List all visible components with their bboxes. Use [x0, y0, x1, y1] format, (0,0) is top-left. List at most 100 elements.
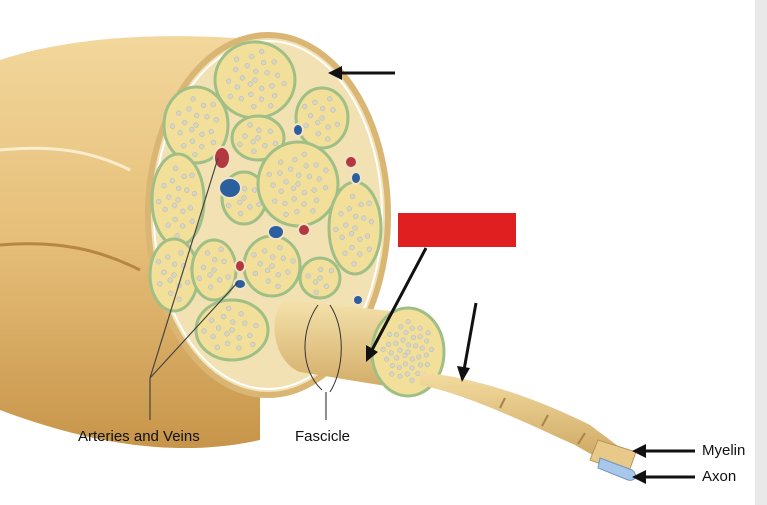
axon-dot [238, 311, 244, 317]
axon-dot [352, 213, 359, 220]
axon-dot [415, 370, 421, 377]
axon-dot [346, 206, 352, 212]
axon-dot [272, 198, 278, 204]
blood-vessel [292, 123, 304, 137]
axon-dot [384, 356, 390, 362]
axon-dot [162, 206, 168, 213]
blood-vessel [267, 224, 285, 240]
axon-dot [305, 273, 311, 279]
axon-dot [338, 211, 344, 217]
axon-dot [271, 92, 278, 99]
axon-dot [303, 122, 309, 129]
axon-dot [269, 83, 275, 89]
axon-dot [424, 362, 430, 368]
axon-dot [193, 122, 199, 128]
blood-vessel [297, 223, 311, 237]
axon-dot [218, 246, 224, 252]
axon-dot [186, 106, 192, 112]
fascicle-axons [380, 319, 435, 383]
axon-dot [265, 278, 271, 284]
axon-dot [251, 103, 257, 110]
axon-dot [201, 328, 207, 334]
axon-dot [251, 252, 257, 258]
arrow-left-icon [328, 66, 395, 80]
axon-dot [397, 347, 403, 353]
axon-dot [253, 322, 259, 329]
blood-vessel [233, 278, 247, 290]
axon-dot [396, 364, 402, 371]
axon-dot [248, 91, 254, 98]
blood-vessel [350, 171, 362, 185]
axon-dot [323, 283, 330, 289]
axon-dot [292, 156, 298, 163]
axon-dot [393, 340, 399, 346]
axon-dot [179, 223, 186, 229]
blood-vessel [344, 155, 358, 169]
axon-dot [315, 131, 321, 137]
axon-dot [275, 272, 281, 278]
axon-dot [283, 179, 289, 185]
axon-dot [260, 59, 267, 66]
axon-dot [225, 274, 231, 280]
axon-dot [296, 172, 302, 178]
axon-dot [282, 200, 288, 207]
axon-dot [386, 341, 392, 347]
axon-dot [409, 377, 415, 383]
axon-dot [352, 225, 358, 231]
axon-dot [175, 197, 181, 203]
node-of-ranvier [577, 432, 586, 445]
axon-dot [277, 159, 284, 165]
axon-dot [416, 354, 422, 360]
node-of-ranvier [541, 414, 549, 427]
axon-dot [270, 254, 276, 260]
axon-dot [313, 289, 319, 295]
axon-dot [302, 103, 308, 110]
axon-dot [380, 346, 386, 352]
axon-dot [402, 361, 408, 367]
axon-dot [313, 197, 320, 203]
axon-dot [275, 283, 281, 289]
redacted-label-box [398, 213, 516, 247]
axon-dot [358, 201, 364, 208]
axon-dot [155, 259, 162, 265]
axon-dot [238, 95, 244, 102]
axon-dot [176, 296, 182, 302]
axon-dot [343, 222, 349, 228]
axon-dot [402, 352, 408, 358]
axon-dot [190, 96, 196, 102]
axon-dot [301, 190, 308, 196]
axon-dot [322, 185, 329, 191]
axon-dot [258, 96, 265, 102]
axon-dot [214, 344, 221, 350]
axon-dot [419, 345, 425, 351]
axon-dot [174, 233, 180, 239]
axon-dot [171, 272, 177, 278]
axon-dot [280, 255, 286, 261]
axon-dot [281, 80, 287, 87]
axon-dot [271, 59, 277, 65]
axon-dot [319, 115, 325, 121]
axon-dot [189, 126, 195, 133]
axon-dot [207, 272, 213, 278]
axon-dot [417, 334, 423, 340]
fascicle-wrap [329, 304, 342, 393]
axon-dot [318, 266, 324, 273]
leader-line [149, 157, 219, 379]
axon-dot [277, 244, 283, 251]
axon-dot [349, 193, 356, 200]
axon-dot [291, 196, 297, 202]
axon-dot [247, 204, 253, 210]
nerve-fiber [420, 372, 630, 472]
axon-dot [224, 331, 230, 337]
axon-dot [274, 72, 281, 78]
label-axon: Axon [702, 468, 737, 485]
axon-dot [167, 277, 173, 283]
axon-dot [256, 201, 262, 208]
axon-dot [348, 230, 355, 237]
axon-dot [200, 264, 207, 271]
axon-dot [257, 261, 263, 267]
axon-dot [161, 269, 167, 275]
axon-dot [266, 171, 272, 178]
axon-dot [285, 269, 291, 275]
